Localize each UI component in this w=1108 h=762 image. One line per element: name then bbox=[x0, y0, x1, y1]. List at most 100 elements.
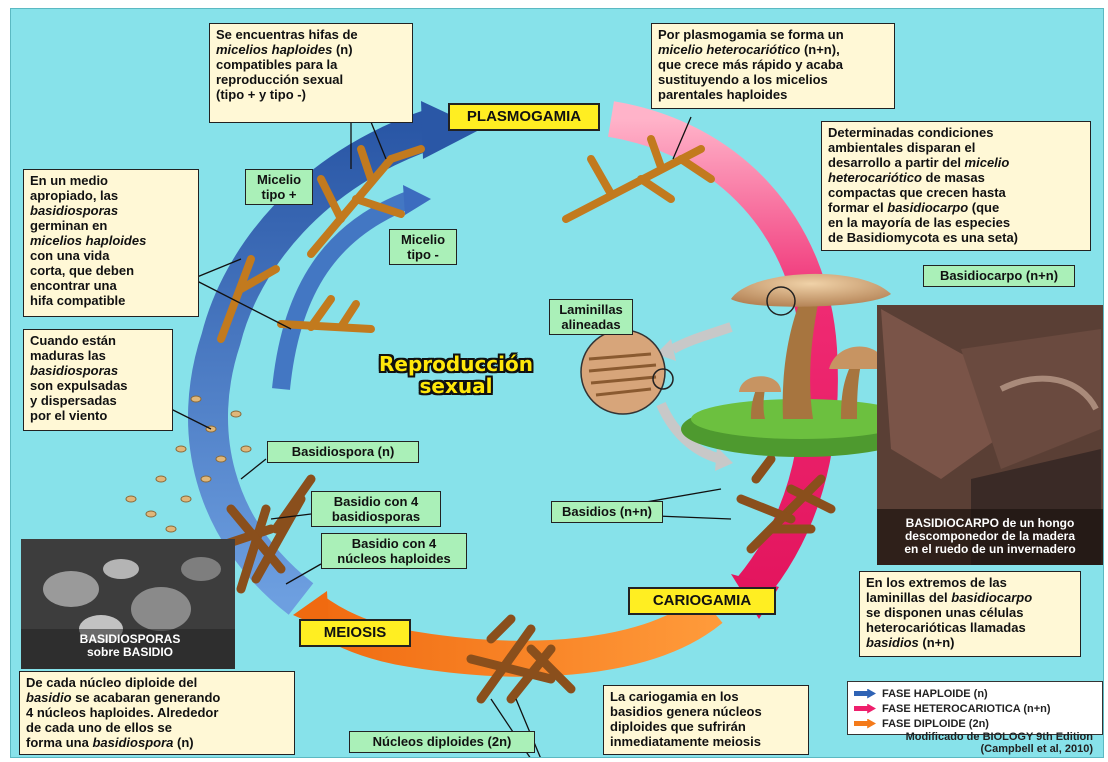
legend-label: FASE DIPLOIDE (2n) bbox=[882, 718, 989, 730]
phase-meiosis: MEIOSIS bbox=[299, 619, 411, 647]
legend-item-haploide: FASE HAPLOIDE (n) bbox=[854, 686, 1096, 701]
note-hifas: Se encuentras hifas de micelios haploide… bbox=[209, 23, 413, 123]
note-plasmogamia: Por plasmogamia se forma un micelio hete… bbox=[651, 23, 895, 109]
label-line: Micelio bbox=[396, 232, 450, 247]
label-basidiospora: Basidiospora (n) bbox=[267, 441, 419, 463]
note-line: encontrar una bbox=[30, 278, 192, 293]
note-line: se disponen unas células bbox=[866, 605, 1074, 620]
label-line: tipo + bbox=[252, 187, 306, 202]
note-line: La cariogamia en los bbox=[610, 689, 802, 704]
note-text: (que bbox=[968, 200, 999, 215]
note-line: y dispersadas bbox=[30, 393, 166, 408]
label-line: alineadas bbox=[556, 317, 626, 332]
note-italic: basidiocarpo bbox=[951, 590, 1032, 605]
note-line: maduras las bbox=[30, 348, 166, 363]
caption-line: en el ruedo de un invernadero bbox=[879, 543, 1101, 556]
note-text: (n+n), bbox=[800, 42, 839, 57]
legend-label: FASE HETEROCARIOTICA (n+n) bbox=[882, 703, 1051, 715]
caption-basidiocarpo: BASIDIOCARPO de un hongo descomponedor d… bbox=[879, 517, 1101, 556]
note-italic: basidiosporas bbox=[30, 363, 118, 378]
note-line: por el viento bbox=[30, 408, 166, 423]
note-line: En un medio bbox=[30, 173, 192, 188]
heterokaryotic-hyphae bbox=[566, 139, 711, 219]
note-text: forma una bbox=[26, 735, 92, 750]
note-text: (n) bbox=[332, 42, 352, 57]
note-text: desarrollo a partir del bbox=[828, 155, 965, 170]
note-line: 4 núcleos haploides. Alrededor bbox=[26, 705, 288, 720]
note-line: heterocarióticas llamadas bbox=[866, 620, 1074, 635]
label-line: núcleos haploides bbox=[328, 551, 460, 566]
note-text: formar el bbox=[828, 200, 887, 215]
note-italic: basidiocarpo bbox=[887, 200, 968, 215]
note-line: Se encuentras hifas de bbox=[216, 27, 406, 42]
caption-line: sobre BASIDIO bbox=[31, 646, 229, 659]
note-line: germinan en bbox=[30, 218, 192, 233]
note-line: sustituyendo a los micelios bbox=[658, 72, 888, 87]
source-credit: Modificado de BIOLOGY 9th Edition (Campb… bbox=[906, 731, 1093, 755]
diagram-canvas: Reproducción sexual PLASMOGAMIA CARIOGAM… bbox=[10, 8, 1104, 758]
note-line: parentales haploides bbox=[658, 87, 888, 102]
note-line: de cada uno de ellos se bbox=[26, 720, 288, 735]
label-nucleos-diploides: Núcleos diploides (2n) bbox=[349, 731, 535, 753]
note-text: (n) bbox=[173, 735, 193, 750]
note-line: hifa compatible bbox=[30, 293, 192, 308]
title-line-2: sexual bbox=[371, 375, 541, 397]
note-cariogamia: La cariogamia en los basidios genera núc… bbox=[603, 685, 809, 755]
note-line: compatibles para la bbox=[216, 57, 406, 72]
note-line: de Basidiomycota es una seta) bbox=[828, 230, 1084, 245]
note-nucleo: De cada núcleo diploide del basidio se a… bbox=[19, 671, 295, 755]
grey-arrow-to-laminillas bbox=[673, 327, 731, 349]
label-basidio-4-nucleos: Basidio con 4 núcleos haploides bbox=[321, 533, 467, 569]
label-line: Basidio con 4 bbox=[328, 536, 460, 551]
diagram-title: Reproducción sexual bbox=[371, 353, 541, 397]
note-line: corta, que deben bbox=[30, 263, 192, 278]
credit-line: Modificado de BIOLOGY 9th Edition bbox=[906, 731, 1093, 743]
phase-plasmogamia: PLASMOGAMIA bbox=[448, 103, 600, 131]
note-line: Por plasmogamia se forma un bbox=[658, 27, 888, 42]
note-text: de masas bbox=[922, 170, 985, 185]
note-italic: micelios haploides bbox=[216, 42, 332, 57]
note-italic: micelios haploides bbox=[30, 233, 146, 248]
note-line: De cada núcleo diploide del bbox=[26, 675, 288, 690]
note-line: ambientales disparan el bbox=[828, 140, 1084, 155]
note-line: diploides que sufrirán bbox=[610, 719, 802, 734]
label-line: basidiosporas bbox=[318, 509, 434, 524]
note-line: Determinadas condiciones bbox=[828, 125, 1084, 140]
note-line: con una vida bbox=[30, 248, 192, 263]
haploid-inner-arrowhead bbox=[403, 185, 431, 215]
note-text: (n+n) bbox=[919, 635, 955, 650]
note-condiciones: Determinadas condiciones ambientales dis… bbox=[821, 121, 1091, 251]
note-text: laminillas del bbox=[866, 590, 951, 605]
phase-legend: FASE HAPLOIDE (n) FASE HETEROCARIOTICA (… bbox=[847, 681, 1103, 735]
label-laminillas: Laminillas alineadas bbox=[549, 299, 633, 335]
note-line: apropiado, las bbox=[30, 188, 192, 203]
label-basidios: Basidios (n+n) bbox=[551, 501, 663, 523]
legend-item-heterocariotica: FASE HETEROCARIOTICA (n+n) bbox=[854, 701, 1096, 716]
note-medio: En un medio apropiado, las basidiosporas… bbox=[23, 169, 199, 317]
note-line: que crece más rápido y acaba bbox=[658, 57, 888, 72]
title-line-1: Reproducción bbox=[371, 353, 541, 375]
phase-cariogamia: CARIOGAMIA bbox=[628, 587, 776, 615]
label-line: Basidio con 4 bbox=[318, 494, 434, 509]
note-line: (tipo + y tipo -) bbox=[216, 87, 406, 102]
arrow-icon bbox=[854, 689, 876, 699]
note-text: se acabaran generando bbox=[72, 690, 221, 705]
note-maduras: Cuando están maduras las basidiosporas s… bbox=[23, 329, 173, 431]
note-line: En los extremos de las bbox=[866, 575, 1074, 590]
note-italic: micelio bbox=[965, 155, 1010, 170]
arrow-icon bbox=[854, 704, 876, 714]
credit-line: (Campbell et al, 2010) bbox=[906, 743, 1093, 755]
note-line: reproducción sexual bbox=[216, 72, 406, 87]
label-basidiocarpo: Basidiocarpo (n+n) bbox=[923, 265, 1075, 287]
note-line: en la mayoría de las especies bbox=[828, 215, 1084, 230]
note-line: son expulsadas bbox=[30, 378, 166, 393]
note-line: compactas que crecen hasta bbox=[828, 185, 1084, 200]
label-line: Laminillas bbox=[556, 302, 626, 317]
note-italic: basidiospora bbox=[92, 735, 173, 750]
label-line: Micelio bbox=[252, 172, 306, 187]
legend-label: FASE HAPLOIDE (n) bbox=[882, 688, 988, 700]
note-line: Cuando están bbox=[30, 333, 166, 348]
caption-basidiosporas: BASIDIOSPORAS sobre BASIDIO bbox=[31, 633, 229, 659]
label-micelio-plus: Micelio tipo + bbox=[245, 169, 313, 205]
note-italic: micelio heterocariótico bbox=[658, 42, 800, 57]
